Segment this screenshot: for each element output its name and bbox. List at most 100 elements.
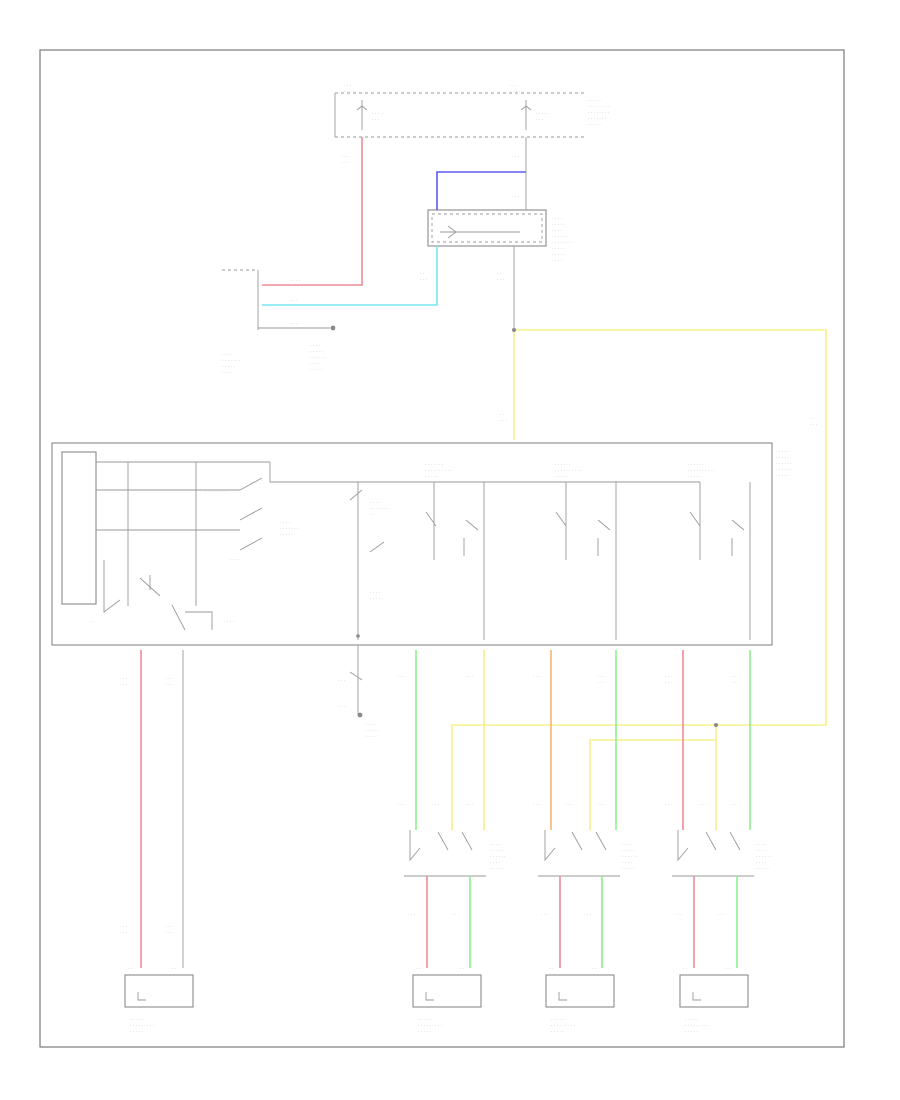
- svg-text:· ·: · ·: [497, 271, 501, 276]
- svg-text:· ·: · ·: [810, 416, 814, 421]
- svg-text:· · · · ·: · · · · ·: [588, 122, 601, 127]
- svg-text:· · · · ·: · · · · ·: [776, 455, 789, 460]
- svg-text:· · ·: · · ·: [342, 160, 349, 165]
- svg-text:· · · · · ·: · · · · · ·: [490, 854, 506, 859]
- svg-text:· · ·: · · ·: [675, 912, 682, 917]
- door-window-switch-right-front: · · · · · · · · · · · · · · · · · · · · …: [533, 802, 638, 877]
- fuse-box: · · · · · · · · · · · · · · · · · · · · …: [334, 83, 609, 138]
- svg-text:· · ·: · · ·: [466, 674, 473, 679]
- svg-text:· · · · ·: · · · · ·: [344, 89, 357, 94]
- svg-text:· · · · ·: · · · · ·: [418, 1029, 431, 1034]
- svg-text:· · · · ·: · · · · ·: [776, 449, 789, 454]
- svg-text:· · ·: · · ·: [290, 298, 297, 303]
- svg-text:· · · · · · ·: · · · · · · ·: [425, 462, 443, 467]
- svg-text:· · ·: · · ·: [732, 680, 739, 685]
- svg-text:· · ·: · · ·: [372, 117, 379, 122]
- svg-text:· · · · ·: · · · · ·: [756, 848, 769, 853]
- svg-text:· ·: · ·: [416, 966, 420, 971]
- svg-text:· · · · · ·: · · · · · ·: [756, 854, 772, 859]
- svg-text:· · · · · ·: · · · · · ·: [555, 462, 571, 467]
- svg-text:· · ·: · · ·: [120, 676, 127, 681]
- svg-text:· · ·: · · ·: [598, 674, 605, 679]
- svg-text:· · · · ·: · · · · ·: [552, 246, 565, 251]
- svg-text:· · · · ·: · · · · ·: [310, 349, 323, 354]
- svg-text:· · · · · · ·: · · · · · · ·: [222, 358, 240, 363]
- svg-text:· · ·: · · ·: [732, 802, 739, 807]
- svg-text:· · · · ·: · · · · ·: [366, 728, 379, 733]
- svg-text:· · · · ·: · · · · ·: [490, 866, 503, 871]
- wire-cyan: [262, 246, 438, 306]
- svg-text:· · · · ·: · · · · ·: [551, 1017, 564, 1022]
- svg-text:· · ·: · · ·: [512, 154, 519, 159]
- svg-text:· · · · · · ·: · · · · · · ·: [588, 116, 606, 121]
- svg-text:· · · · ·: · · · · ·: [776, 473, 789, 478]
- svg-text:· · ·: · · ·: [718, 912, 725, 917]
- svg-text:· · ·: · · ·: [700, 802, 707, 807]
- svg-text:· · · · ·: · · · · ·: [685, 1017, 698, 1022]
- svg-text:· · ·: · · ·: [584, 912, 591, 917]
- svg-text:· · ·: · · ·: [120, 924, 127, 929]
- door-window-switch-left-rear: · · · · · · · · · · · · · · · · · · · · …: [398, 802, 506, 877]
- svg-text:· · ·: · · ·: [466, 802, 473, 807]
- svg-text:· · · · ·: · · · · ·: [222, 364, 235, 369]
- svg-text:· ·: · ·: [592, 966, 596, 971]
- svg-text:· ·: · ·: [370, 512, 374, 517]
- svg-text:· · · · ·: · · · · ·: [370, 596, 383, 601]
- svg-text:· · · · ·: · · · · ·: [425, 474, 438, 479]
- svg-text:· · · · ·: · · · · ·: [536, 111, 549, 116]
- svg-text:· ·: · ·: [726, 966, 730, 971]
- svg-text:· · · · · · · · ·: · · · · · · · · ·: [130, 1023, 154, 1028]
- svg-text:· ·: · ·: [460, 966, 464, 971]
- svg-text:· · · ·: · · · ·: [490, 842, 500, 847]
- svg-text:· ·: · ·: [90, 619, 94, 624]
- wire-yellow-bus: [451, 329, 827, 830]
- svg-text:· · · · · · · · · ·: · · · · · · · · · ·: [555, 468, 582, 473]
- svg-text:· · · · · ·: · · · · · ·: [310, 355, 326, 360]
- svg-text:· · · · ·: · · · · ·: [552, 252, 565, 257]
- svg-text:· · ·: · · ·: [344, 83, 351, 88]
- svg-text:· · · · ·: · · · · ·: [756, 866, 769, 871]
- svg-text:· · ·: · · ·: [452, 912, 459, 917]
- svg-text:· · · · ·: · · · · ·: [130, 1029, 143, 1034]
- svg-text:· · · · ·: · · · · ·: [372, 111, 385, 116]
- svg-text:· · · · · · ·: · · · · · · ·: [280, 526, 298, 531]
- svg-text:· · · · · ·: · · · · · ·: [776, 461, 792, 466]
- svg-text:· ·: · ·: [500, 412, 504, 417]
- svg-text:· · · · ·: · · · · ·: [555, 474, 568, 479]
- svg-text:· ·: · ·: [549, 966, 553, 971]
- svg-text:· · · · · ·: · · · · · ·: [688, 462, 704, 467]
- svg-text:· · · ·: · · · ·: [370, 590, 380, 595]
- svg-text:· · · · ·: · · · · ·: [310, 367, 323, 372]
- svg-text:· · ·: · · ·: [541, 912, 548, 917]
- svg-text:· · · · · · · · ·: · · · · · · · · ·: [418, 1023, 442, 1028]
- svg-text:· · · · ·: · · · · ·: [280, 532, 293, 537]
- svg-text:· · ·: · · ·: [598, 802, 605, 807]
- svg-text:· · · · ·: · · · · ·: [622, 866, 635, 871]
- svg-text:· · · ·: · · · ·: [756, 842, 766, 847]
- svg-text:· · · ·: · · · ·: [552, 228, 562, 233]
- svg-text:· · ·: · · ·: [665, 674, 672, 679]
- svg-text:· · · · ·: · · · · ·: [510, 89, 523, 94]
- svg-text:· · ·: · · ·: [533, 674, 540, 679]
- power-window-master-switch: · · · · · · · · · · · · · · · · · · · · …: [51, 442, 792, 646]
- window-motor-right-front: · · · · · · · · · · · · · · · · · · ·: [545, 974, 615, 1034]
- svg-text:· · · · · · · · · ·: · · · · · · · · · ·: [425, 468, 452, 473]
- window-motor-right-rear: · · · · · · · · · · · · · · · · · · ·: [679, 974, 749, 1034]
- svg-text:· · · · · · · · · ·: · · · · · · · · · ·: [688, 468, 715, 473]
- svg-text:· · · ·: · · · ·: [222, 370, 232, 375]
- svg-text:· · · · ·: · · · · ·: [588, 98, 601, 103]
- svg-text:· · · ·: · · · ·: [222, 352, 232, 357]
- svg-text:· · · · · ·: · · · · · ·: [622, 854, 638, 859]
- svg-text:· · · ·: · · · ·: [280, 520, 290, 525]
- svg-text:· · ·: · · ·: [398, 802, 405, 807]
- svg-text:· · ·: · · ·: [338, 704, 345, 709]
- svg-text:· · · ·: · · · ·: [230, 557, 240, 562]
- svg-text:· · ·: · · ·: [810, 422, 817, 427]
- svg-text:· · ·: · · ·: [497, 277, 504, 282]
- svg-text:· · · · · · · ·: · · · · · · · ·: [588, 110, 609, 115]
- svg-text:· · ·: · · ·: [432, 802, 439, 807]
- svg-text:· · · · ·: · · · · ·: [688, 474, 701, 479]
- svg-text:· · · · · · · ·: · · · · · · · ·: [205, 489, 226, 494]
- svg-text:· · · ·: · · · ·: [310, 361, 320, 366]
